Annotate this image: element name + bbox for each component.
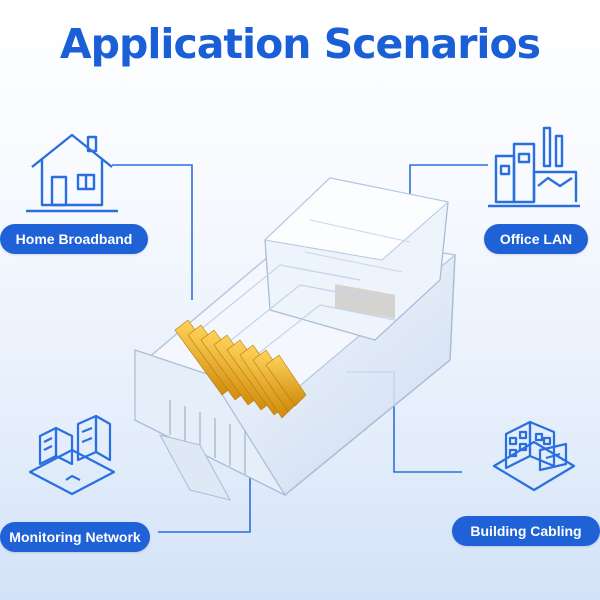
- isometric-buildings-icon: [22, 410, 122, 511]
- rj45-connector-image: [134, 177, 457, 501]
- office-lan-label: Office LAN: [484, 224, 588, 254]
- page-title: Application Scenarios: [59, 20, 541, 68]
- office-building-icon: [484, 410, 584, 511]
- home-broadband-label: Home Broadband: [0, 224, 148, 254]
- factory-building-icon: [484, 122, 584, 219]
- monitoring-network-label: Monitoring Network: [0, 522, 150, 552]
- building-cabling-label: Building Cabling: [452, 516, 600, 546]
- gold-pins: [174, 319, 307, 419]
- house-icon: [22, 125, 122, 222]
